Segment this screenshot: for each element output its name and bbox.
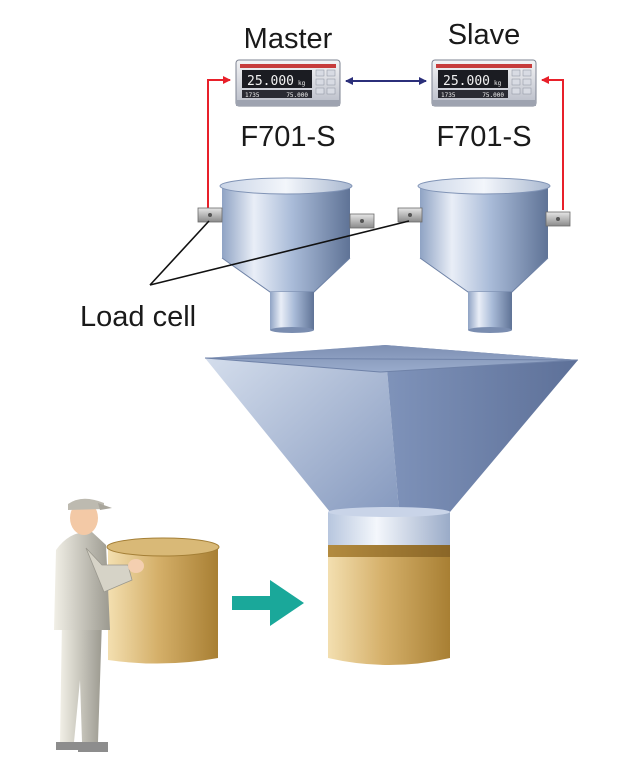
left-weighing-hopper bbox=[219, 177, 353, 333]
slave-model-label: F701-S bbox=[436, 121, 531, 153]
master-display-weight: 25.000 bbox=[247, 74, 294, 89]
load-cell-icon bbox=[545, 211, 571, 227]
operator-figure bbox=[54, 498, 144, 752]
slave-display-sub-right: 75.000 bbox=[482, 92, 504, 99]
carried-container bbox=[106, 537, 220, 664]
slave-display-unit: kg bbox=[494, 80, 502, 87]
load-cell-icon bbox=[397, 207, 423, 223]
load-cell-label: Load cell bbox=[80, 301, 196, 333]
master-model-label: F701-S bbox=[240, 121, 335, 153]
master-label: Master bbox=[244, 23, 333, 55]
slave-indicator-device-icon: 25.000 kg 1735 75.000 bbox=[431, 59, 537, 107]
master-signal-wire-arrow bbox=[207, 76, 231, 208]
load-cell-icon bbox=[349, 213, 375, 229]
master-display-sub-right: 75.000 bbox=[286, 92, 308, 99]
master-display-unit: kg bbox=[298, 80, 306, 87]
master-indicator-device-icon: 25.000 kg 1735 75.000 bbox=[235, 59, 341, 107]
slave-display-sub-left: 1735 bbox=[441, 92, 456, 99]
load-cell-callout-lines bbox=[149, 220, 410, 286]
slave-display-weight: 25.000 bbox=[443, 74, 490, 89]
master-display-sub-left: 1735 bbox=[245, 92, 260, 99]
container-under-funnel bbox=[328, 545, 450, 665]
collection-funnel bbox=[204, 345, 579, 545]
right-weighing-hopper bbox=[417, 177, 551, 333]
load-cell-icon bbox=[197, 207, 223, 223]
flow-arrow-icon bbox=[232, 580, 304, 626]
slave-label: Slave bbox=[448, 19, 521, 51]
slave-signal-wire-arrow bbox=[541, 76, 564, 210]
